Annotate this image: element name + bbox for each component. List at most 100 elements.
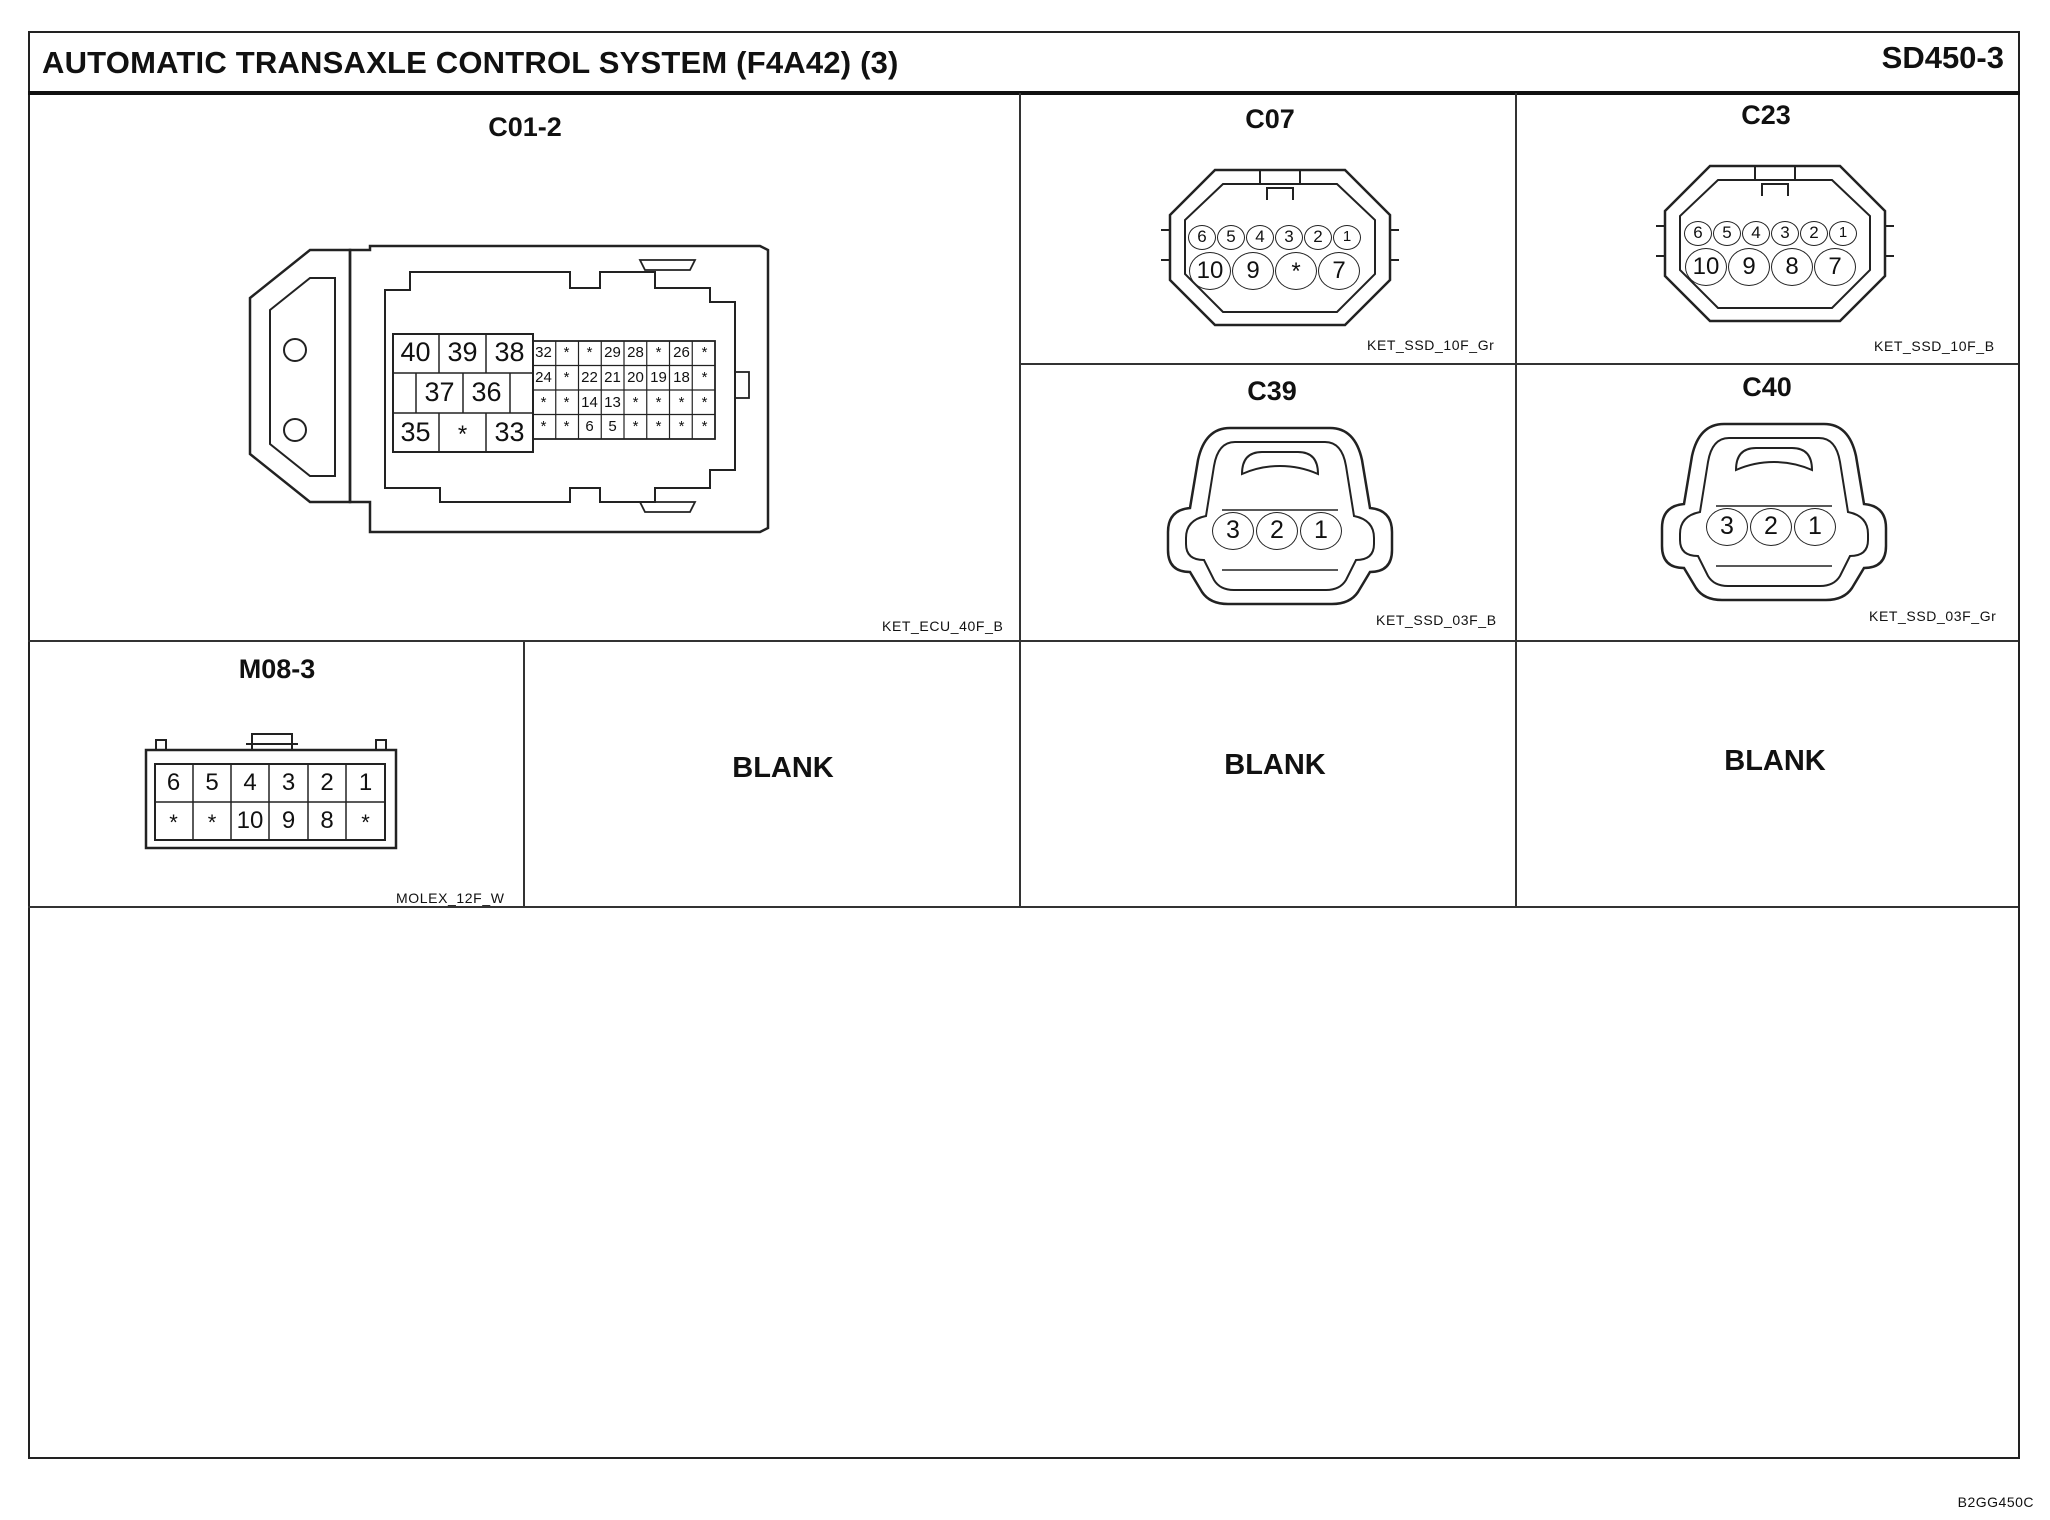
pin-label: 5 <box>205 769 219 796</box>
pin-label: * <box>678 418 685 435</box>
m08-3-grid-lines <box>154 763 386 841</box>
pin-label: 18 <box>673 369 690 386</box>
pin-label: 7 <box>1318 252 1360 290</box>
pin-label: 6 <box>1684 221 1712 246</box>
pin-label: 5 <box>1713 221 1741 246</box>
pin-label: 1 <box>1333 225 1361 250</box>
grid-line-h1 <box>1019 363 2018 365</box>
pin-label: 33 <box>494 417 525 447</box>
connector-c01-2-big-pin-grid: 40 39 38 37 36 35 * 33 <box>392 333 534 453</box>
pin-label: * <box>563 344 570 361</box>
grid-line-v3 <box>523 640 525 908</box>
pin-label: 6 <box>1188 225 1216 250</box>
blank-cell-1: BLANK <box>732 752 834 784</box>
pin-label: 3 <box>1771 221 1799 246</box>
pin-label: 8 <box>320 807 334 834</box>
pin-label: * <box>563 369 570 386</box>
pin-label: 8 <box>1771 248 1813 286</box>
page-title: AUTOMATIC TRANSAXLE CONTROL SYSTEM (F4A4… <box>42 45 899 80</box>
page-code: SD450-3 <box>1881 40 2004 75</box>
connector-c23-label: C23 <box>1741 100 1791 130</box>
pin-label: 26 <box>673 344 690 361</box>
connector-c07 <box>1161 168 1399 327</box>
pin-label: 1 <box>1794 508 1836 546</box>
connector-c23-bottom-row: 10 9 8 7 <box>1685 248 1865 288</box>
pin-label: * <box>655 394 662 411</box>
pin-label: 13 <box>604 394 621 411</box>
pin-label: 6 <box>585 418 594 435</box>
pin-label: * <box>457 421 468 448</box>
pin-label: * <box>632 418 639 435</box>
pin-label: 5 <box>1217 225 1245 250</box>
pin-label: * <box>563 418 570 435</box>
pin-label: 21 <box>604 369 621 386</box>
pin-label: 10 <box>1189 252 1231 290</box>
pin-label: * <box>655 418 662 435</box>
pin-label: 14 <box>581 394 598 411</box>
pin-label: * <box>701 369 708 386</box>
pin-label: * <box>540 418 547 435</box>
pin-label: * <box>678 394 685 411</box>
pin-label: 3 <box>1275 225 1303 250</box>
connector-c07-type: KET_SSD_10F_Gr <box>1367 337 1495 353</box>
connector-c07-label: C07 <box>1245 104 1295 134</box>
connector-c07-top-row: 6 5 4 3 2 1 <box>1188 225 1368 250</box>
connector-c40-label: C40 <box>1742 372 1792 402</box>
connector-c23-type: KET_SSD_10F_B <box>1874 338 1995 354</box>
connector-c07-bottom-row: 10 9 * 7 <box>1189 252 1369 292</box>
diagram-frame <box>28 31 2020 1459</box>
pin-label: 40 <box>400 337 431 367</box>
pin-label: 1 <box>358 769 373 796</box>
pin-label: * <box>586 344 593 361</box>
grid-line-h2 <box>28 640 2018 642</box>
pin-label: 4 <box>1246 225 1274 250</box>
pin-label: 35 <box>400 417 431 447</box>
pin-label: 3 <box>1706 508 1748 546</box>
pin-label: 19 <box>650 369 667 386</box>
pin-label: 39 <box>447 337 478 367</box>
grid-line-h3 <box>28 906 2018 908</box>
pin-label: * <box>701 394 708 411</box>
pin-label: 20 <box>627 369 644 386</box>
title-rule <box>28 91 2020 95</box>
pin-label: * <box>169 810 178 835</box>
pin-label: * <box>361 810 370 835</box>
connector-c01-2-label: C01-2 <box>488 112 562 142</box>
connector-m08-3-type: MOLEX_12F_W <box>396 890 505 906</box>
connector-c40-pins: 3 2 1 <box>1706 508 1846 548</box>
grid-line-v1 <box>1019 93 1021 908</box>
connector-c40-type: KET_SSD_03F_Gr <box>1869 608 1997 624</box>
pin-label: 24 <box>535 369 552 386</box>
pin-label: 6 <box>166 769 181 796</box>
pin-label: 37 <box>424 377 455 407</box>
pin-label: 38 <box>494 337 525 367</box>
connector-c39-label: C39 <box>1247 376 1297 406</box>
pin-label: 2 <box>1750 508 1792 546</box>
connector-c39-pins: 3 2 1 <box>1212 512 1352 552</box>
connector-c01-2-small-pin-grid: 32 * * 29 28 * 26 * 24 * 22 21 20 19 18 … <box>532 340 716 440</box>
pin-label: 9 <box>1728 248 1770 286</box>
pin-label: 2 <box>320 769 334 796</box>
pin-label: 4 <box>1742 221 1770 246</box>
pin-label: 1 <box>1829 221 1857 246</box>
connector-c39 <box>1166 426 1394 606</box>
pin-label: * <box>1275 252 1317 290</box>
small-pin-grid-lines <box>532 340 716 440</box>
connector-c23 <box>1656 164 1894 323</box>
pin-label: 29 <box>604 344 621 361</box>
pin-label: 32 <box>535 344 552 361</box>
pin-label: 3 <box>1212 512 1254 550</box>
pin-label: * <box>207 810 217 835</box>
pin-label: 10 <box>1685 248 1727 286</box>
pin-label: * <box>701 418 708 435</box>
pin-label: 2 <box>1800 221 1828 246</box>
pin-label: 3 <box>281 769 296 796</box>
blank-cell-2: BLANK <box>1224 749 1326 781</box>
pin-label: 7 <box>1814 248 1856 286</box>
pin-label: 22 <box>581 369 598 386</box>
pin-label: * <box>563 394 570 411</box>
connector-c01-2 <box>248 244 770 534</box>
pin-label: 1 <box>1300 512 1342 550</box>
pin-label: 28 <box>627 344 644 361</box>
figure-code: B2GG450C <box>1957 1494 2034 1510</box>
